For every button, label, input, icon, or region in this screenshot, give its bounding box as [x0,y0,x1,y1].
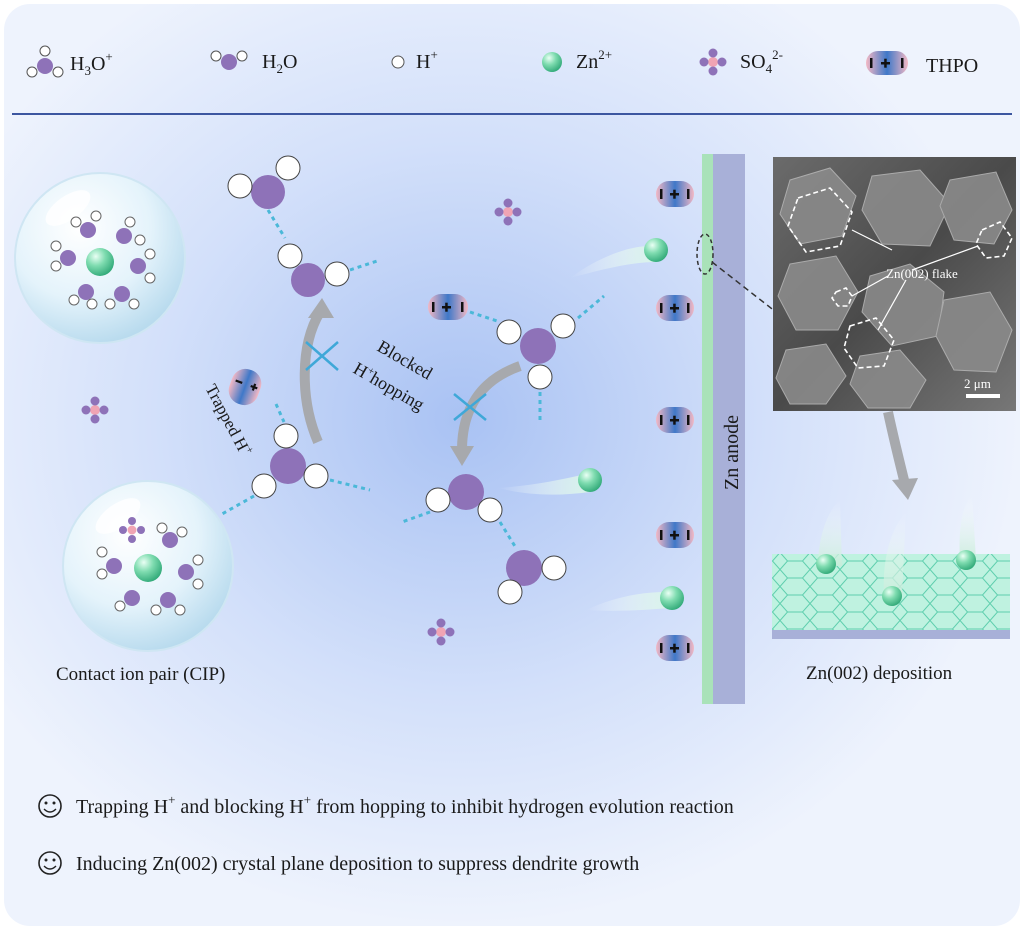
thpo-on-anode [656,181,694,661]
legend-h3o: H3O+ [26,45,113,78]
legend-zn: Zn2+ [542,47,612,73]
legend-so4: SO42- [699,47,783,76]
hop-arrow-up-head [308,298,334,318]
zoom-leader-line [711,261,777,313]
sulfate-free-2 [494,198,522,226]
zn-label: Zn2+ [576,47,612,73]
cip-bubble-bottom [62,480,234,652]
hop-arrow-up [299,309,325,444]
water-molecule-bottom [497,550,567,605]
hop-arrow-down-head [450,446,474,466]
thpo-icon [866,51,908,75]
water-molecule-center [401,474,518,549]
zn-anode [713,154,745,704]
deposition-arrow-head [892,478,918,500]
scale-bar [966,394,1000,398]
bullet-1: Trapping H+ and blocking H+ from hopping… [76,792,734,818]
anode-label: Zn anode [721,415,743,490]
cip-caption: Contact ion pair (CIP) [56,664,225,685]
hop-arrow-down [457,361,522,451]
blocked-cross-center [453,393,487,421]
zn-flake-label: Zn(002) flake [886,266,958,281]
sulfate-free-3 [427,618,455,646]
h3o-label: H3O+ [70,49,113,78]
background-panel [4,4,1020,926]
h2o-label: H2O [262,51,297,76]
water-molecule-top [227,155,301,239]
hydronium-trapped [221,403,371,516]
smiley-icon [38,851,62,875]
zn-ion-moving-1 [570,238,668,278]
cip-bubble-top [14,172,186,344]
legend-thpo: THPO [866,51,978,77]
legend-hplus: H+ [391,47,438,73]
hplus-icon [391,55,405,69]
zn-ion [134,554,162,582]
blocked-cross-left [305,341,339,371]
hydronium-center [496,294,605,420]
h3o-icon [26,45,64,78]
bullet-2: Inducing Zn(002) crystal plane depositio… [76,853,639,875]
hydronium-top [277,243,381,297]
thpo-trapping [228,368,262,406]
zn-ion [86,248,114,276]
zoom-region-marker [696,233,714,275]
so4-label: SO42- [740,47,783,76]
scale-bar-label: 2 μm [964,376,991,391]
sem-image: Zn(002) flake 2 μm [773,157,1016,411]
h2o-icon [210,50,248,70]
anode-surface-layer [702,154,713,704]
zn-ions-depositing [816,494,976,606]
zn-ion-moving-3 [586,586,684,611]
smiley-icon [38,794,62,818]
zn-ion-icon [542,52,562,72]
sulfate-free-1 [81,396,109,424]
deposition-caption: Zn(002) deposition [806,663,953,684]
sulfate-icon [699,48,727,76]
zn-ion-moving-2 [498,468,602,495]
thpo-center [428,294,501,324]
thpo-label: THPO [926,55,978,77]
sulfate-icon [119,517,145,543]
legend-h2o: H2O [210,50,297,76]
hplus-label: H+ [416,47,438,73]
